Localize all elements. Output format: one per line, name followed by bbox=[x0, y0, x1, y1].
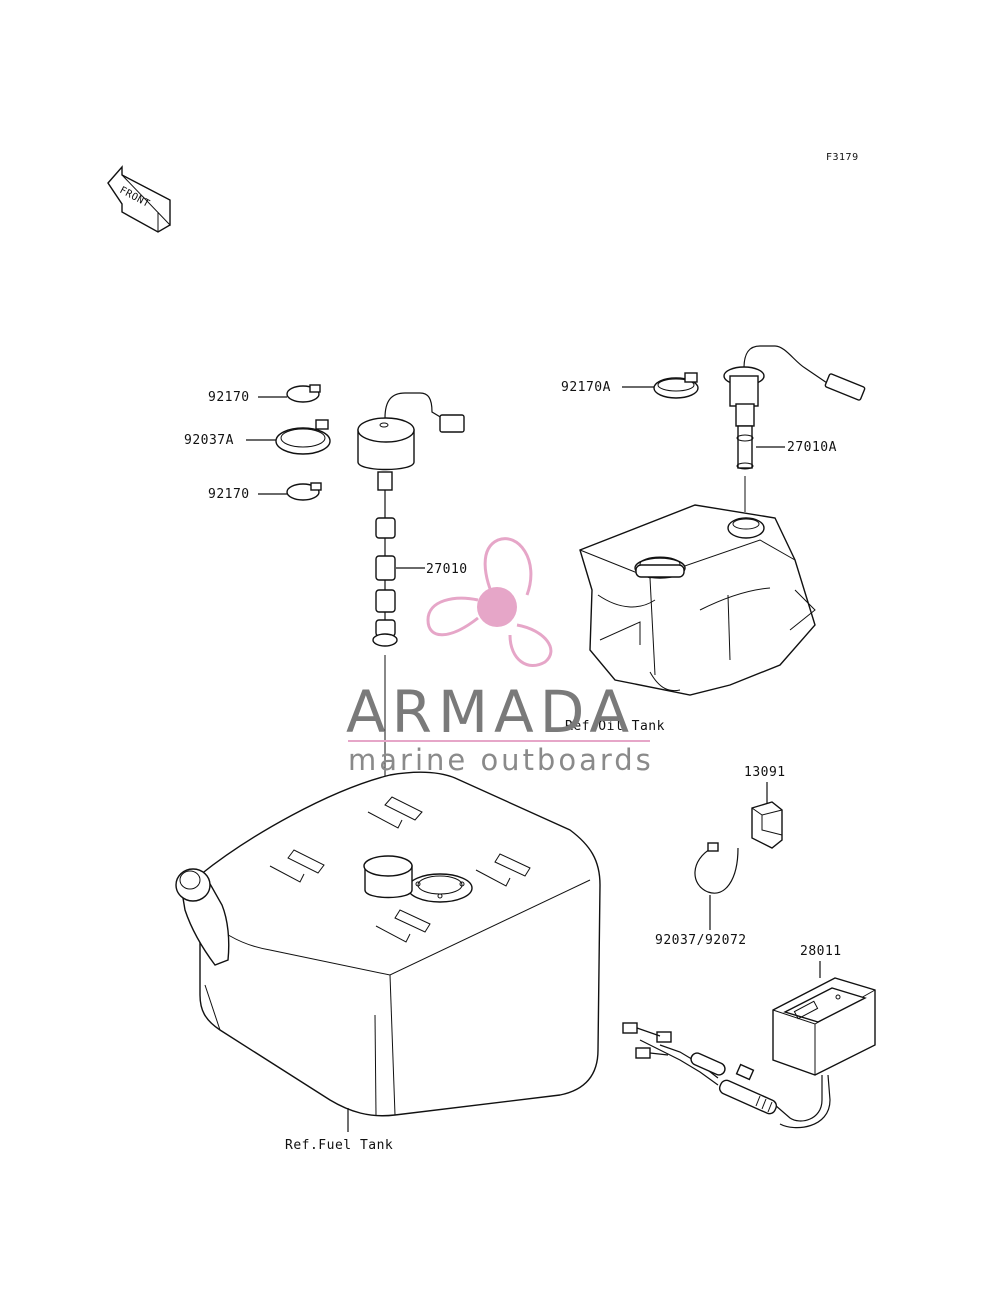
front-arrow-icon: FRONT bbox=[107, 165, 171, 233]
meter-28011 bbox=[622, 977, 876, 1129]
label-27010A: 27010A bbox=[787, 440, 837, 455]
watermark-tagline: marine outboards bbox=[348, 743, 654, 777]
label-92037A: 92037A bbox=[184, 433, 234, 448]
clamp-92170-bottom bbox=[286, 482, 322, 501]
label-92170-top: 92170 bbox=[208, 390, 250, 405]
label-92170-bottom: 92170 bbox=[208, 487, 250, 502]
label-92170A: 92170A bbox=[561, 380, 611, 395]
label-28011: 28011 bbox=[800, 944, 842, 959]
oil-gauge-27010A bbox=[723, 345, 866, 470]
propeller-logo-icon bbox=[426, 537, 553, 667]
label-27010: 27010 bbox=[426, 562, 468, 577]
fuel-gauge-27010 bbox=[357, 392, 465, 647]
clamp-92037A bbox=[275, 419, 331, 455]
bracket-13091 bbox=[751, 801, 783, 849]
watermark: ARMADA marine outboards bbox=[346, 537, 654, 777]
label-92037-92072: 92037/92072 bbox=[655, 933, 747, 948]
oil-tank bbox=[579, 504, 816, 696]
watermark-brand: ARMADA bbox=[346, 678, 635, 746]
clamp-92170A bbox=[653, 372, 699, 399]
figure-code: F3179 bbox=[826, 152, 859, 163]
label-13091: 13091 bbox=[744, 765, 786, 780]
label-ref-oil-tank: Ref.Oil Tank bbox=[565, 719, 665, 734]
band-92037-92072 bbox=[694, 842, 739, 894]
clamp-92170-top bbox=[286, 384, 321, 403]
label-ref-fuel-tank: Ref.Fuel Tank bbox=[285, 1138, 393, 1153]
fuel-tank bbox=[175, 771, 601, 1117]
